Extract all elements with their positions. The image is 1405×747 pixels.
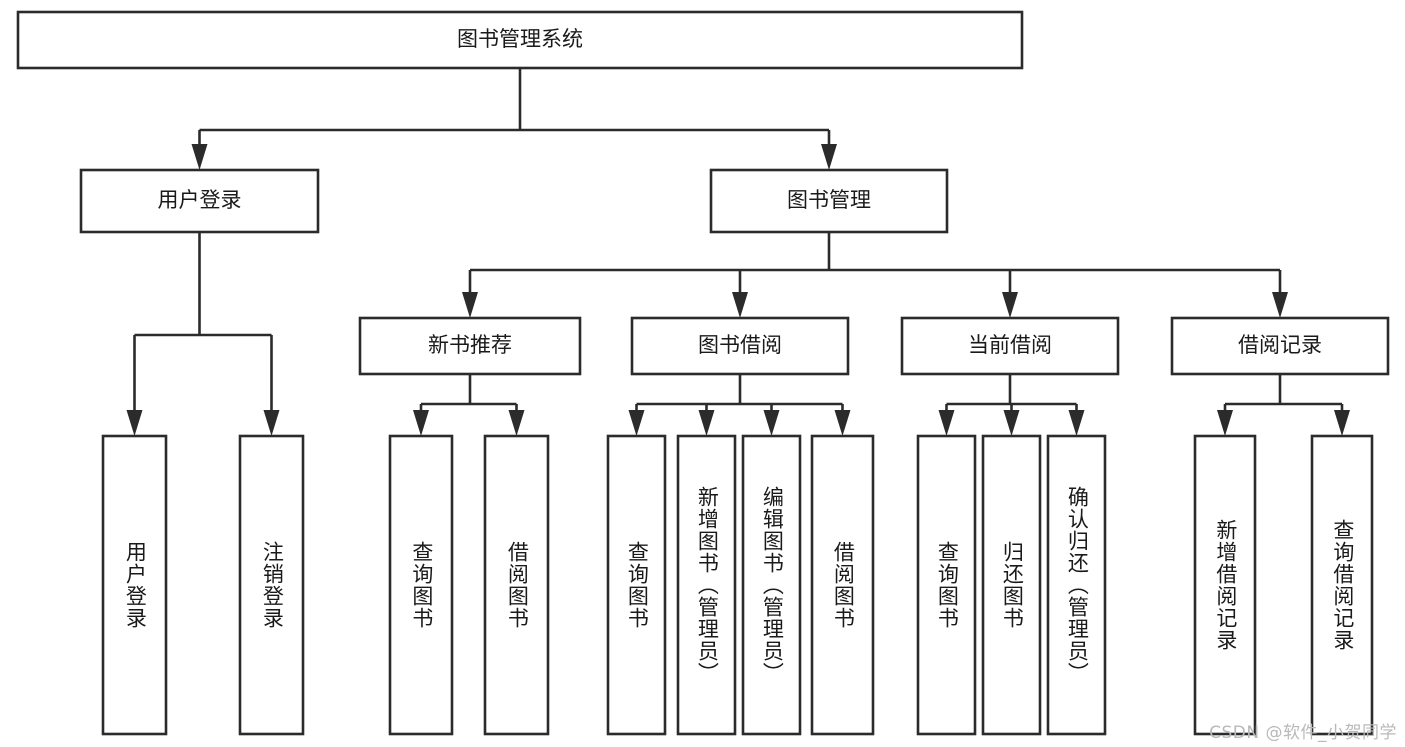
node-box-book_borrow[interactable] <box>630 316 850 376</box>
nodes-layer <box>16 10 1390 736</box>
node-box-leaf_confirm_return[interactable] <box>1046 434 1107 736</box>
arrow-head-icon <box>821 144 837 170</box>
node-box-leaf_borrow_book_2[interactable] <box>810 434 875 736</box>
node-box-book_manage[interactable] <box>709 168 949 234</box>
node-box-leaf_edit_book[interactable] <box>741 434 802 736</box>
node-box-borrow_record[interactable] <box>1170 316 1390 376</box>
node-box-leaf_query_book_1[interactable] <box>388 434 454 736</box>
node-box-leaf_user_login[interactable] <box>101 434 168 736</box>
arrow-head-icon <box>1272 292 1288 318</box>
csdn-watermark: CSDN @软件_小贺同学 <box>1209 723 1397 743</box>
arrow-head-icon <box>628 410 645 436</box>
arrow-head-icon <box>698 410 715 436</box>
node-box-leaf_query_record[interactable] <box>1310 434 1374 736</box>
node-box-leaf_add_record[interactable] <box>1193 434 1257 736</box>
node-box-leaf_query_book_3[interactable] <box>916 434 977 736</box>
node-box-leaf_logout[interactable] <box>238 434 305 736</box>
arrow-head-icon <box>1002 292 1018 318</box>
arrow-head-icon <box>938 410 955 436</box>
edges-layer <box>126 68 1350 436</box>
arrow-head-icon <box>191 144 208 170</box>
arrow-head-icon <box>462 292 478 318</box>
arrow-head-icon <box>508 410 525 436</box>
arrow-head-icon <box>263 410 280 436</box>
arrow-head-icon <box>834 410 851 436</box>
arrow-head-icon <box>413 410 429 436</box>
arrow-head-icon <box>732 292 748 318</box>
arrow-head-icon <box>126 410 143 436</box>
node-box-leaf_borrow_book_1[interactable] <box>483 434 550 736</box>
node-box-current_borrow[interactable] <box>900 316 1120 376</box>
node-box-leaf_query_book_2[interactable] <box>606 434 667 736</box>
node-box-leaf_return_book[interactable] <box>981 434 1042 736</box>
arrow-head-icon <box>763 410 780 436</box>
node-box-user_login[interactable] <box>79 168 320 234</box>
arrow-head-icon <box>1003 410 1020 436</box>
arrow-head-icon <box>1217 410 1233 436</box>
node-box-leaf_add_book[interactable] <box>676 434 737 736</box>
node-box-root[interactable] <box>16 10 1024 70</box>
arrow-head-icon <box>1068 410 1085 436</box>
node-box-new_book_rec[interactable] <box>358 316 582 376</box>
arrow-head-icon <box>1334 410 1350 436</box>
